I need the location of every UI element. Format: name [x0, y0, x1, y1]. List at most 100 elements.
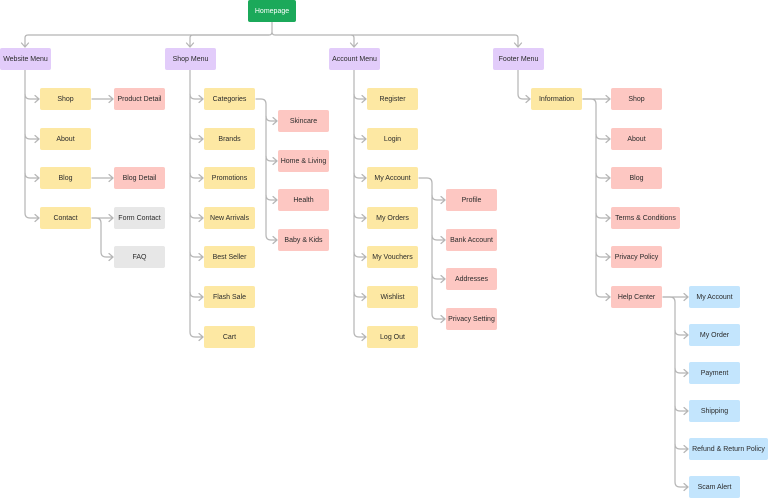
connector-shop-branch	[189, 93, 204, 100]
connector-home-footer	[350, 34, 519, 48]
node-form-contact[interactable]: Form Contact	[114, 207, 165, 229]
node-shop-menu[interactable]: Shop Menu	[165, 48, 216, 70]
node-addresses[interactable]: Addresses	[446, 268, 497, 290]
arrowhead-icon	[34, 94, 40, 104]
node-about[interactable]: About	[40, 128, 91, 150]
node-faq[interactable]: FAQ	[114, 246, 165, 268]
arrowhead-icon	[108, 213, 114, 223]
node-best-seller[interactable]: Best Seller	[204, 246, 255, 268]
connector-home-account	[271, 31, 355, 48]
node-blog-detail[interactable]: Blog Detail	[114, 167, 165, 189]
node-footer-shop[interactable]: Shop	[611, 88, 662, 110]
node-my-vouchers[interactable]: My Vouchers	[367, 246, 418, 268]
connector-information-branch	[595, 251, 611, 258]
node-new-arrivals[interactable]: New Arrivals	[204, 207, 255, 229]
node-terms-conditions[interactable]: Terms & Conditions	[611, 207, 680, 229]
connector-help-branch	[674, 443, 689, 450]
node-website-menu[interactable]: Website Menu	[0, 48, 51, 70]
node-footer-menu[interactable]: Footer Menu	[493, 48, 544, 70]
connector-myaccount-branch	[431, 273, 446, 280]
connector-website-branch	[24, 93, 40, 100]
connector-information-branch	[595, 133, 611, 140]
node-information[interactable]: Information	[531, 88, 582, 110]
node-log-out[interactable]: Log Out	[367, 326, 418, 348]
arrowhead-icon	[605, 94, 611, 104]
node-footer-about[interactable]: About	[611, 128, 662, 150]
node-skincare[interactable]: Skincare	[278, 110, 329, 132]
node-register[interactable]: Register	[367, 88, 418, 110]
connector-shop-branch	[189, 251, 204, 258]
node-product-detail[interactable]: Product Detail	[114, 88, 165, 110]
node-baby-kids[interactable]: Baby & Kids	[278, 229, 329, 251]
arrowhead-icon	[198, 213, 204, 223]
connector-help-branch	[674, 405, 689, 412]
connector-help-branch	[674, 367, 689, 374]
node-promotions[interactable]: Promotions	[204, 167, 255, 189]
arrowhead-icon	[198, 292, 204, 302]
node-home-living[interactable]: Home & Living	[278, 150, 329, 172]
arrowhead-icon	[34, 134, 40, 144]
node-help-refund-return[interactable]: Refund & Return Policy	[689, 438, 768, 460]
arrowhead-icon	[683, 292, 689, 302]
connector-myaccount-trunk	[418, 177, 446, 320]
node-flash-sale[interactable]: Flash Sale	[204, 286, 255, 308]
connector-account-branch	[353, 251, 367, 258]
arrowhead-icon	[605, 292, 611, 302]
node-help-payment[interactable]: Payment	[689, 362, 740, 384]
connector-categories-branch	[265, 194, 278, 201]
connector-website-branch	[24, 172, 40, 179]
node-my-orders[interactable]: My Orders	[367, 207, 418, 229]
node-contact[interactable]: Contact	[40, 207, 91, 229]
node-privacy-setting[interactable]: Privacy Setting	[446, 308, 497, 330]
node-privacy-policy[interactable]: Privacy Policy	[611, 246, 662, 268]
arrowhead-icon	[108, 252, 114, 262]
arrowhead-icon	[440, 314, 446, 324]
node-help-shipping[interactable]: Shipping	[689, 400, 740, 422]
arrowhead-icon	[440, 195, 446, 205]
arrowhead-icon	[361, 332, 367, 342]
arrowhead-icon	[34, 173, 40, 183]
arrowhead-icon	[361, 292, 367, 302]
node-help-my-order[interactable]: My Order	[689, 324, 740, 346]
node-account-menu[interactable]: Account Menu	[329, 48, 380, 70]
node-wishlist[interactable]: Wishlist	[367, 286, 418, 308]
arrowhead-icon	[272, 156, 278, 166]
node-help-scam-alert[interactable]: Scam Alert	[689, 476, 740, 498]
connector-information-branch	[595, 172, 611, 179]
connector-help-branch	[674, 329, 689, 336]
connector-shop-branch	[189, 172, 204, 179]
node-health[interactable]: Health	[278, 189, 329, 211]
node-my-account[interactable]: My Account	[367, 167, 418, 189]
arrowhead-icon	[440, 274, 446, 284]
node-categories[interactable]: Categories	[204, 88, 255, 110]
node-help-center[interactable]: Help Center	[611, 286, 662, 308]
node-profile[interactable]: Profile	[446, 189, 497, 211]
node-bank-account[interactable]: Bank Account	[446, 229, 497, 251]
node-blog[interactable]: Blog	[40, 167, 91, 189]
connector-website-branch	[24, 133, 40, 140]
arrowhead-icon	[525, 94, 531, 104]
arrowhead-icon	[198, 252, 204, 262]
arrowhead-icon	[361, 252, 367, 262]
arrowhead-icon	[683, 444, 689, 454]
connector-account-branch	[353, 133, 367, 140]
arrowhead-icon	[361, 94, 367, 104]
connector-myaccount-branch	[431, 194, 446, 201]
node-homepage[interactable]: Homepage	[248, 0, 296, 22]
node-login[interactable]: Login	[367, 128, 418, 150]
arrowhead-icon	[513, 42, 523, 48]
arrowhead-icon	[198, 134, 204, 144]
node-help-my-account[interactable]: My Account	[689, 286, 740, 308]
connector-account-branch	[353, 212, 367, 219]
connector-website-trunk	[24, 69, 40, 219]
arrowhead-icon	[361, 173, 367, 183]
node-footer-blog[interactable]: Blog	[611, 167, 662, 189]
arrowhead-icon	[20, 42, 30, 48]
node-cart[interactable]: Cart	[204, 326, 255, 348]
connector-categories-branch	[265, 115, 278, 122]
node-brands[interactable]: Brands	[204, 128, 255, 150]
connector-footer-information	[517, 69, 531, 100]
node-shop[interactable]: Shop	[40, 88, 91, 110]
arrowhead-icon	[361, 134, 367, 144]
